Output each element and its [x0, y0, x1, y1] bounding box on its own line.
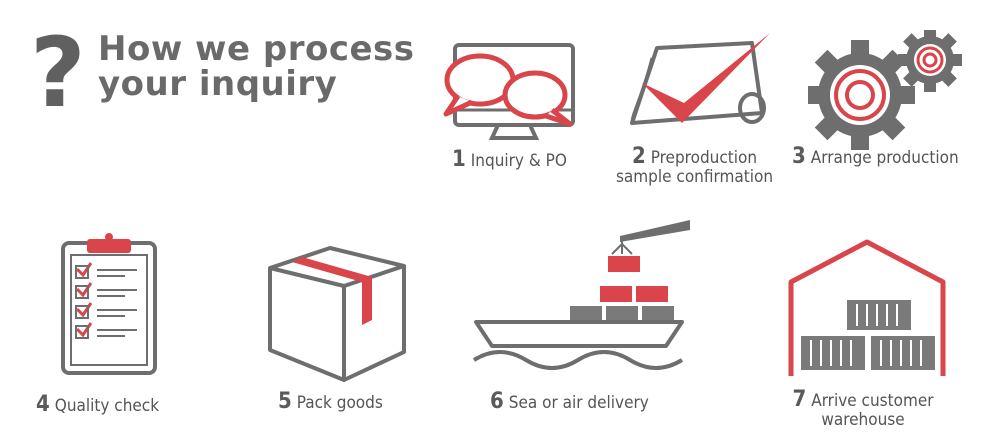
question-mark-icon: ? — [30, 17, 86, 129]
gears-icon — [808, 30, 962, 150]
warehouse-icon — [788, 239, 946, 376]
title-line-2: your inquiry — [98, 64, 338, 104]
title-text: How we process your inquiry — [98, 32, 415, 102]
page-title: ? How we process your inquiry — [30, 17, 430, 129]
clipboard-checklist-icon — [61, 233, 157, 375]
monitor-chat-icon — [443, 43, 575, 140]
checkmark-document-icon — [630, 33, 770, 125]
box-icon — [268, 246, 406, 382]
cargo-ship-icon — [472, 220, 690, 370]
title-line-1: How we process — [98, 29, 415, 69]
